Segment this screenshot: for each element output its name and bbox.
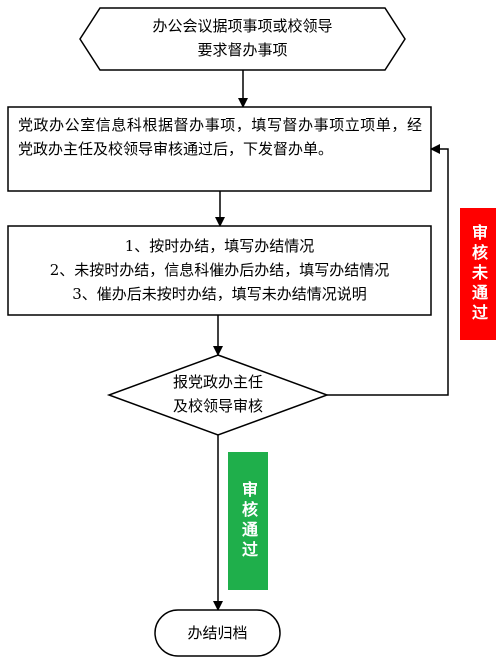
handle-line2: 2、未按时办结，信息科催办后办结，填写办结情况 bbox=[49, 261, 390, 279]
start-label-line2: 要求督办事项 bbox=[197, 41, 288, 59]
archive-label: 办结归档 bbox=[155, 621, 280, 645]
rejected-badge: 审核未通过 bbox=[460, 208, 496, 340]
handle-label: 1、按时办结，填写办结情况 2、未按时办结，信息科催办后办结，填写办结情况 3、… bbox=[8, 234, 431, 306]
arrow-review-reject-loop bbox=[327, 144, 449, 396]
handle-box bbox=[7, 225, 432, 316]
handle-line1: 1、按时办结，填写办结情况 bbox=[124, 237, 315, 255]
review-line1: 报党政办主任 bbox=[172, 373, 263, 391]
rejected-badge-text: 审核未通过 bbox=[469, 224, 488, 324]
archive-text: 办结归档 bbox=[187, 624, 248, 642]
review-label: 报党政办主任 及校领导审核 bbox=[138, 370, 298, 418]
approved-badge: 审核通过 bbox=[228, 452, 268, 590]
review-line2: 及校领导审核 bbox=[172, 397, 263, 415]
start-label: 办公会议据项事项或校领导 要求督办事项 bbox=[95, 14, 390, 62]
handle-line3: 3、催办后未按时办结，填写未办结情况说明 bbox=[72, 285, 367, 303]
start-hexagon bbox=[79, 7, 406, 71]
archive-terminator bbox=[154, 609, 281, 657]
register-label: 党政办公室信息科根据督办事项，填写督办事项立项单，经党政办主任及校领导审核通过后… bbox=[18, 113, 422, 161]
start-label-line1: 办公会议据项事项或校领导 bbox=[152, 17, 333, 35]
approved-badge-text: 审核通过 bbox=[239, 481, 258, 561]
register-text: 党政办公室信息科根据督办事项，填写督办事项立项单，经党政办主任及校领导审核通过后… bbox=[18, 116, 422, 158]
register-box bbox=[7, 106, 432, 192]
